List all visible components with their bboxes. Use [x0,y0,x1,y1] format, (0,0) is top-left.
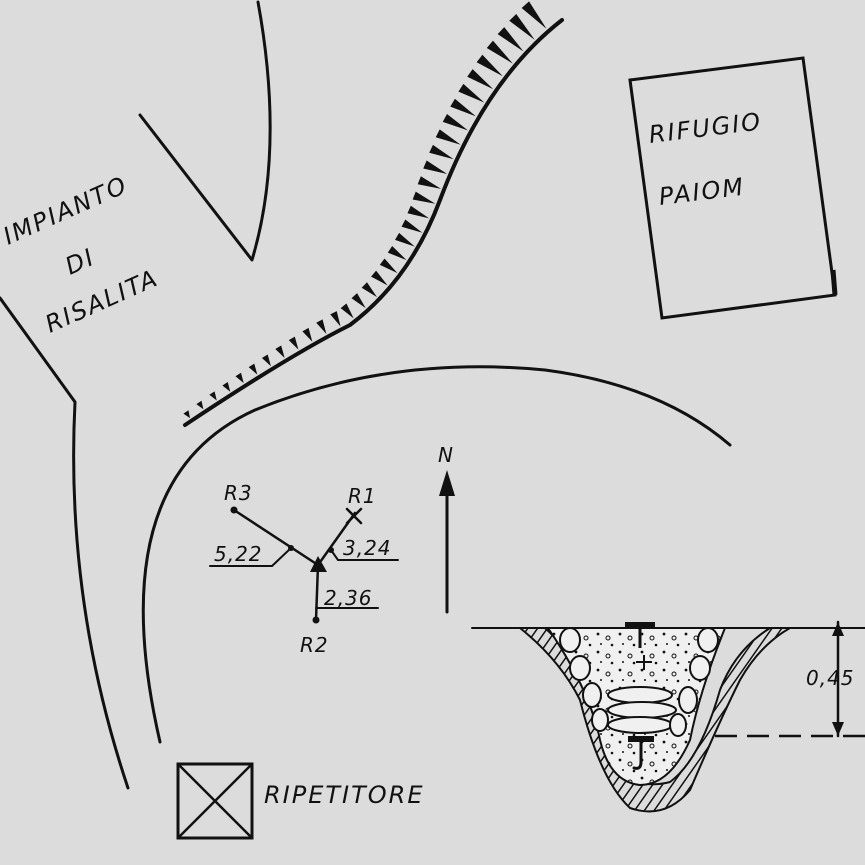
hachure-mark [395,232,415,247]
impianto-label-line1: IMPIANTO [0,171,132,251]
hachure-mark [429,144,454,160]
rifugio-label-line2: PAIOM [657,173,746,211]
hachure-mark [435,129,461,145]
trench-cross-section [471,622,865,813]
hachure-mark [521,1,547,29]
distance-r2: 2,36 [324,586,373,610]
distance-r3: 5,22 [214,542,263,566]
slope-escarpment [183,1,564,427]
slope-hachures [183,1,547,419]
hachure-mark [476,54,503,77]
ripetitore-label: RIPETITORE [264,781,425,809]
r3-label: R3 [224,481,253,505]
hachure-mark [401,219,423,233]
hachure-mark [407,205,430,219]
hachure-mark [235,372,244,384]
hachure-mark [450,98,476,117]
hachure-mark [458,83,485,103]
depth-dimension [715,620,865,738]
ski-lift-outline [0,0,272,790]
hachure-mark [486,40,513,64]
rifugio-building [628,56,838,320]
path-curves [141,365,732,744]
hachure-mark [248,363,258,375]
r2-point [312,616,320,624]
hachure-mark [288,336,299,350]
hachure-mark [417,176,442,189]
hachure-mark [423,160,448,174]
hachure-mark [330,311,341,327]
impianto-label-line3: RISALITA [41,264,163,339]
hachure-mark [340,303,354,319]
hachure-mark [196,400,204,410]
distance-r1: 3,24 [343,536,392,560]
r3-point [230,506,238,514]
hachure-mark [371,270,388,286]
hachure-mark [261,354,271,367]
hachure-mark [351,293,366,309]
impianto-label-line2: DI [61,243,99,281]
r1-cross-icon [345,507,363,525]
station-marker-icon [310,556,327,572]
hachure-mark [316,319,327,334]
hachure-mark [412,191,436,204]
hachure-mark [509,13,535,40]
depth-label: 0,45 [806,666,855,690]
hachure-mark [209,391,217,401]
r1-label: R1 [348,484,377,508]
ripetitore-symbol-icon [176,762,254,840]
r2-label: R2 [300,633,329,657]
hachure-mark [379,258,398,274]
hachure-mark [442,113,469,131]
hachure-mark [302,327,313,342]
hachure-mark [222,382,231,392]
north-label: N [438,443,454,467]
north-arrow-icon [439,470,455,614]
rifugio-label-line1: RIFUGIO [647,107,763,149]
hachure-mark [497,27,524,52]
survey-triangulation [209,506,399,624]
hachure-mark [275,345,285,358]
hachure-mark [183,410,191,419]
hachure-mark [387,245,407,261]
hachure-mark [361,282,378,298]
hachure-mark [467,69,494,90]
